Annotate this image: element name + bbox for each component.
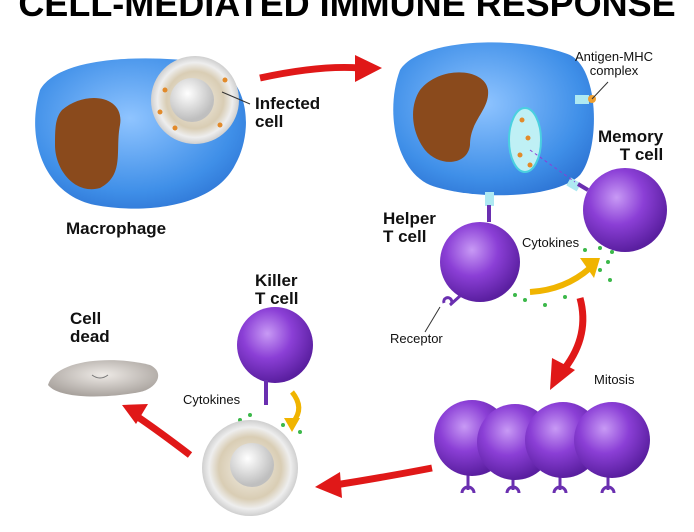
- killer-t-cell-label: Killer T cell: [255, 271, 299, 308]
- red-arrow-3: [315, 464, 433, 498]
- receptor-label: Receptor: [390, 331, 443, 346]
- diagram-title: CELL-MEDIATED IMMUNE RESPONSE: [18, 0, 676, 24]
- helper-t-cell-label: Helper T cell: [383, 209, 436, 246]
- cell-dead-label: Cell dead: [70, 309, 110, 346]
- infected-cell-label: Infected cell: [255, 94, 321, 131]
- red-arrow-2: [550, 297, 587, 390]
- infected-cell-pointer: [221, 91, 251, 105]
- cytokines-label-top: Cytokines: [522, 235, 580, 250]
- memory-t-cell: [576, 168, 667, 252]
- antigen-mhc-pointer: [591, 81, 609, 100]
- red-arrow-1: [259, 55, 382, 82]
- macrophage-label: Macrophage: [66, 219, 167, 238]
- memory-t-cell-label: Memory T cell: [598, 127, 664, 164]
- killer-t-cell: [237, 307, 313, 405]
- red-arrow-4: [122, 404, 193, 458]
- macrophage-cell: [35, 56, 246, 209]
- infected-cell-target: [202, 420, 298, 516]
- mitosis-label: Mitosis: [594, 372, 635, 387]
- receptor-pointer: [424, 306, 441, 333]
- dead-cell: [48, 360, 159, 397]
- helper-t-cell: [440, 205, 520, 307]
- antigen-presenting-macrophage: [393, 42, 596, 206]
- cytokine-arrow-top: [513, 246, 614, 307]
- cytokines-label-bottom: Cytokines: [183, 392, 241, 407]
- antigen-mhc-label: Antigen-MHC complex: [575, 49, 654, 78]
- dividing-t-cells: [434, 400, 650, 494]
